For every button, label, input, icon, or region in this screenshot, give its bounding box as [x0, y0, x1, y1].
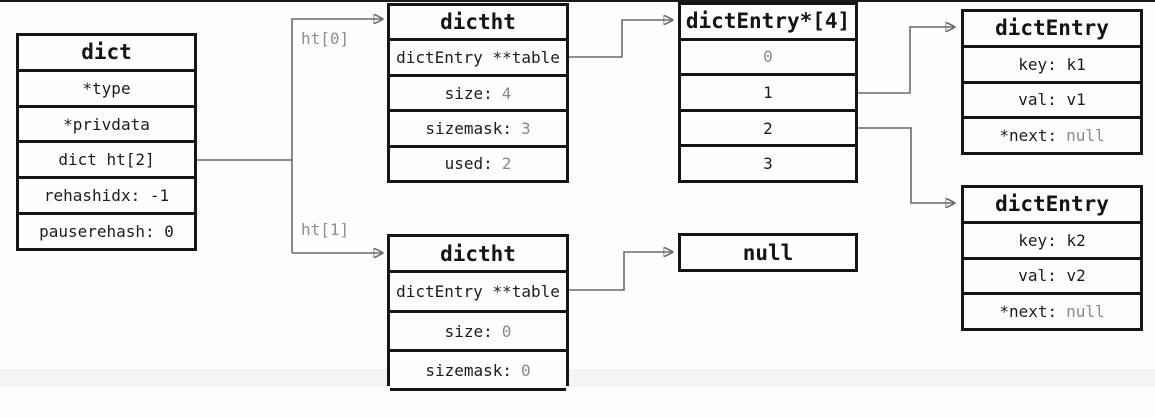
dict-field-type: *type: [19, 68, 194, 105]
dict-field-ht: dict ht[2]: [19, 140, 194, 177]
connector-ht0-arrow: [291, 19, 382, 253]
dictht-bottom-field-cutoff: [390, 388, 566, 398]
dictht-top-box: dictht dictEntry **table size: 4 sizemas…: [387, 3, 569, 183]
dict-field-rehashidx: rehashidx: -1: [19, 176, 194, 213]
dictentry1-next: *next: null: [964, 116, 1140, 152]
bucket-array-title: dictEntry*[4]: [681, 5, 855, 38]
bottom-faint-band: [0, 369, 1155, 387]
bucket-slot-0: 0: [681, 37, 855, 74]
top-edge-line: [0, 0, 1155, 2]
dict-field-privdata: *privdata: [19, 104, 194, 141]
null-box: null: [678, 233, 858, 272]
dictht-bottom-field-size: size: 0: [390, 310, 566, 349]
dictentry2-key: key: k2: [964, 220, 1140, 257]
connector-bucket2-to-entry2: [858, 127, 954, 203]
dictht-bottom-field-sizemask: sizemask: 0: [390, 349, 566, 388]
dict-box: dict *type *privdata dict ht[2] rehashid…: [16, 33, 197, 251]
bucket-slot-2: 2: [681, 108, 855, 145]
dictentry2-title: dictEntry: [964, 188, 1140, 221]
dictentry2-next: *next: null: [964, 292, 1140, 328]
dictentry2-box: dictEntry key: k2 val: v2 *next: null: [961, 185, 1143, 331]
label-ht0: ht[0]: [301, 29, 350, 48]
label-ht1: ht[1]: [301, 220, 350, 239]
connector-table-to-null: [569, 252, 672, 291]
dictht-bottom-title: dictht: [390, 237, 566, 270]
null-box-title: null: [681, 236, 855, 269]
connector-bucket1-to-entry1: [858, 27, 954, 94]
dictentry1-box: dictEntry key: k1 val: v1 *next: null: [961, 9, 1143, 155]
dictht-top-field-table: dictEntry **table: [390, 38, 566, 74]
bucket-slot-1: 1: [681, 73, 855, 109]
dict-field-pauserehash: pauserehash: 0: [19, 212, 194, 248]
dictht-bottom-box: dictht dictEntry **table size: 0 sizemas…: [387, 234, 569, 398]
dictht-top-field-used: used: 2: [390, 144, 566, 181]
dictht-top-field-size: size: 4: [390, 73, 566, 110]
dictht-top-field-sizemask: sizemask: 3: [390, 109, 566, 145]
dictht-top-title: dictht: [390, 6, 566, 39]
bucket-array-box: dictEntry*[4] 0 1 2 3: [678, 2, 858, 183]
dictentry2-val: val: v2: [964, 256, 1140, 293]
dictentry1-title: dictEntry: [964, 12, 1140, 45]
dictentry1-val: val: v1: [964, 80, 1140, 117]
connector-table-to-bucket-array: [569, 20, 672, 58]
dict-box-title: dict: [19, 36, 194, 69]
bucket-slot-3: 3: [681, 144, 855, 180]
dictentry1-key: key: k1: [964, 44, 1140, 81]
dictht-bottom-field-table: dictEntry **table: [390, 270, 566, 310]
